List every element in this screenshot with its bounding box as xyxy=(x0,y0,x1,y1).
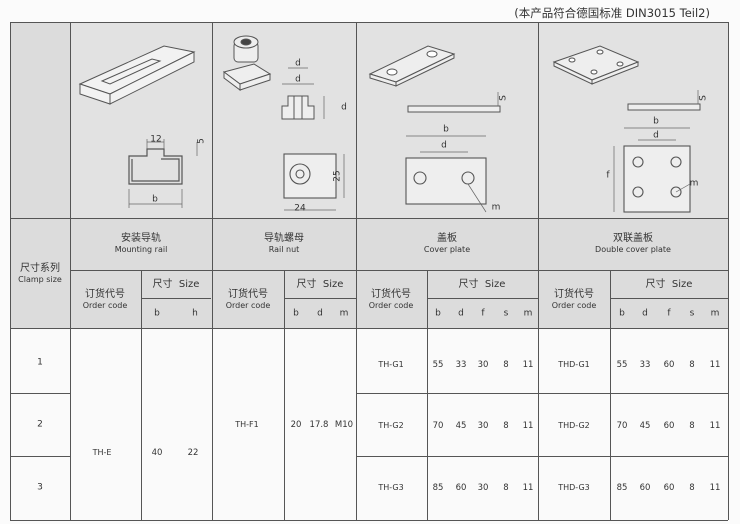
cover-3-b: 85 xyxy=(432,482,444,493)
nut-dim-d-top: d xyxy=(295,58,301,69)
cover-1-s: 8 xyxy=(503,359,509,370)
dcover-code-1: THD-G1 xyxy=(558,360,590,370)
section-rail-nut: 导轨螺母 Rail nut xyxy=(264,233,304,255)
rail-h-value: 22 xyxy=(187,447,199,458)
clamp-size-header: 尺寸系列 Clamp size xyxy=(18,263,62,285)
col-rail-h: h xyxy=(192,308,198,319)
cover-plate-drawing xyxy=(368,45,501,213)
col-cover-m: m xyxy=(523,308,533,319)
cover-dim-s: S xyxy=(498,95,509,101)
dcover-3-m: 11 xyxy=(709,482,721,493)
cover-dim-m: m xyxy=(491,202,501,213)
cover-code-3: TH-G3 xyxy=(378,483,404,493)
rail-dim-12: 12 xyxy=(150,134,162,145)
order-code-header-nut: 订货代号 Order code xyxy=(225,289,271,311)
dcover-2-m: 11 xyxy=(709,420,721,431)
nut-order-code: TH-F1 xyxy=(235,420,259,430)
cover-3-d: 60 xyxy=(455,482,467,493)
dcover-1-s: 8 xyxy=(689,359,695,370)
dcover-3-f: 60 xyxy=(663,482,675,493)
cover-2-d: 45 xyxy=(455,420,467,431)
col-nut-d: d xyxy=(317,308,323,319)
col-nut-m: m xyxy=(339,308,349,319)
rail-b-value: 40 xyxy=(151,447,163,458)
col-cover-f: f xyxy=(481,308,485,319)
col-cover-d: d xyxy=(458,308,464,319)
cover-1-m: 11 xyxy=(522,359,534,370)
cover-2-f: 30 xyxy=(477,420,489,431)
cover-2-s: 8 xyxy=(503,420,509,431)
col-dcover-b: b xyxy=(619,308,625,319)
size-header-cover: 尺寸 Size xyxy=(458,279,506,290)
cover-2-m: 11 xyxy=(522,420,534,431)
dcover-2-b: 70 xyxy=(616,420,628,431)
dcover-2-s: 8 xyxy=(689,420,695,431)
section-mounting-rail: 安装导轨 Mounting rail xyxy=(114,233,168,255)
rail-order-code: TH-E xyxy=(92,448,112,458)
cover-code-2: TH-G2 xyxy=(378,421,404,431)
dcover-2-d: 45 xyxy=(639,420,651,431)
row-number-1: 1 xyxy=(37,357,43,368)
body-background xyxy=(10,328,728,524)
dcover-code-2: THD-G2 xyxy=(558,421,590,431)
col-dcover-d: d xyxy=(642,308,648,319)
cover-dim-b: b xyxy=(443,124,449,135)
cover-2-b: 70 xyxy=(432,420,444,431)
cover-1-b: 55 xyxy=(432,359,444,370)
dcover-3-b: 85 xyxy=(616,482,628,493)
cover-1-d: 33 xyxy=(455,359,467,370)
size-header-rail: 尺寸 Size xyxy=(152,279,200,290)
dcover-3-d: 60 xyxy=(639,482,651,493)
dcover-code-3: THD-G3 xyxy=(558,483,590,493)
row-number-3: 3 xyxy=(37,482,43,493)
col-rail-b: b xyxy=(154,308,160,319)
col-dcover-m: m xyxy=(710,308,720,319)
double-cover-plate-drawing xyxy=(552,45,701,213)
standard-note: (本产品符合德国标准 DIN3015 Teil2) xyxy=(514,6,710,20)
dcover-dim-s: S xyxy=(698,95,709,101)
dcover-dim-d: d xyxy=(653,130,659,141)
nut-dim-24: 24 xyxy=(294,203,306,214)
nut-m-value: M10 xyxy=(334,419,354,430)
rail-nut-drawing xyxy=(222,35,345,211)
nut-d-value: 17.8 xyxy=(309,419,329,430)
col-nut-b: b xyxy=(293,308,299,319)
dcover-2-f: 60 xyxy=(663,420,675,431)
cover-3-f: 30 xyxy=(477,482,489,493)
dcover-1-f: 60 xyxy=(663,359,675,370)
dcover-dim-m: m xyxy=(689,178,699,189)
cover-3-m: 11 xyxy=(522,482,534,493)
mounting-rail-drawing xyxy=(78,45,198,208)
col-dcover-s: s xyxy=(689,308,695,319)
size-header-dcover: 尺寸 Size xyxy=(645,279,693,290)
dcover-dim-b: b xyxy=(653,116,659,127)
size-header-nut: 尺寸 Size xyxy=(296,279,344,290)
col-cover-s: s xyxy=(503,308,509,319)
dcover-1-b: 55 xyxy=(616,359,628,370)
cover-dim-d: d xyxy=(441,140,447,151)
section-cover-plate: 盖板 Cover plate xyxy=(423,233,471,255)
nut-dim-d-side: d xyxy=(341,102,347,113)
rail-dim-5: 5 xyxy=(196,138,207,144)
order-code-header-rail: 订货代号 Order code xyxy=(82,289,128,311)
order-code-header-cover: 订货代号 Order code xyxy=(368,289,414,311)
nut-dim-25: 25 xyxy=(332,170,343,182)
col-cover-b: b xyxy=(435,308,441,319)
nut-b-value: 20 xyxy=(290,419,302,430)
nut-dim-d-mid: d xyxy=(295,74,301,85)
dcover-1-d: 33 xyxy=(639,359,651,370)
cover-1-f: 30 xyxy=(477,359,489,370)
row-number-2: 2 xyxy=(37,419,43,430)
cover-code-1: TH-G1 xyxy=(378,360,404,370)
dcover-3-s: 8 xyxy=(689,482,695,493)
col-dcover-f: f xyxy=(667,308,671,319)
dcover-dim-f: f xyxy=(606,170,610,181)
rail-dim-b: b xyxy=(152,194,158,205)
order-code-header-dcover: 订货代号 Order code xyxy=(551,289,597,311)
cover-3-s: 8 xyxy=(503,482,509,493)
dcover-1-m: 11 xyxy=(709,359,721,370)
section-double-cover-plate: 双联盖板 Double cover plate xyxy=(595,233,671,255)
